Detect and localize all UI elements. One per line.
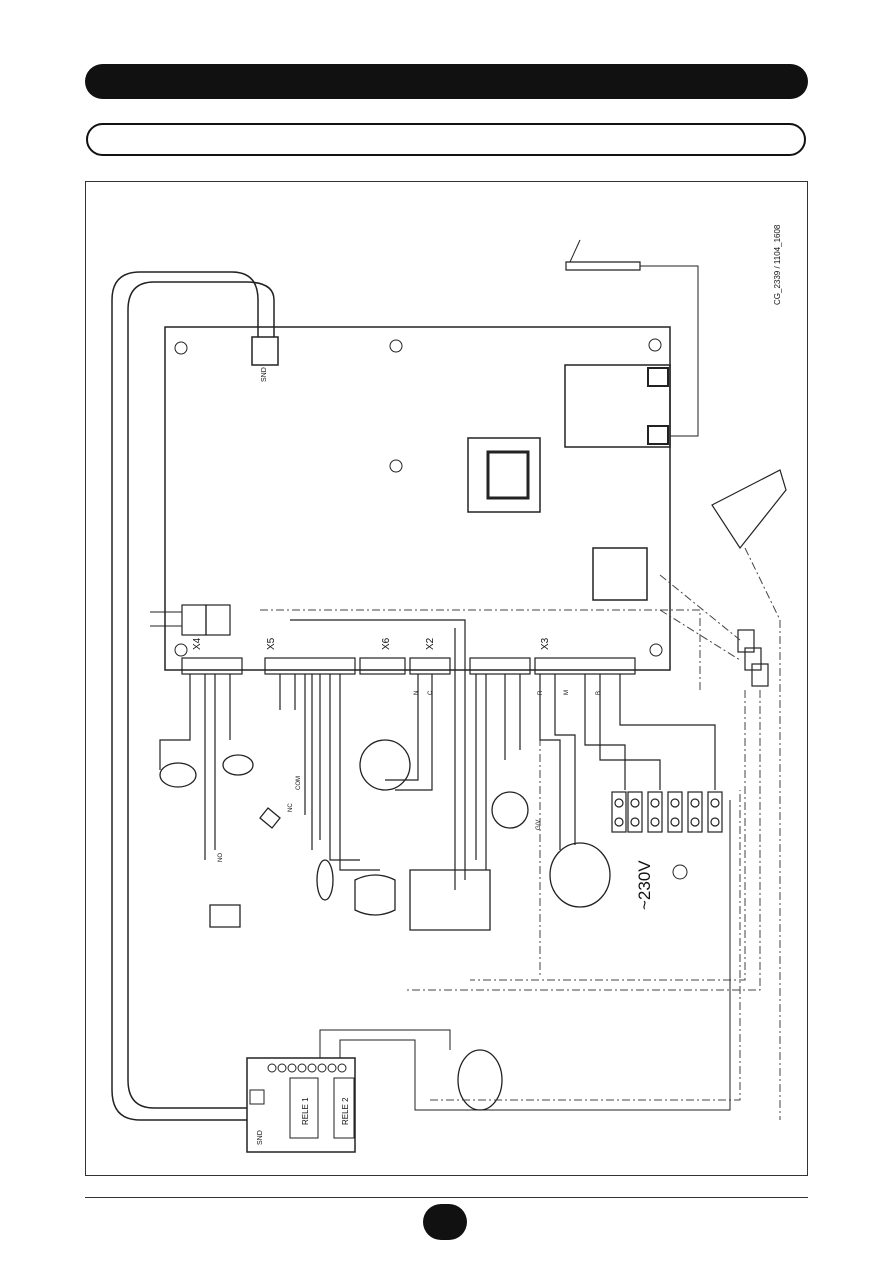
connector-strip xyxy=(181,657,636,675)
relay-earth-wire xyxy=(430,790,741,1101)
relay-wire xyxy=(339,800,731,1111)
earth-bracket xyxy=(711,469,787,550)
mount-hole xyxy=(649,643,663,657)
drawing-code: CG_2339 / 1104_1608 xyxy=(773,224,782,305)
mains-voltage-label: ~230V xyxy=(635,860,654,910)
relay-cable xyxy=(111,271,259,1121)
switch-com-label: COM xyxy=(296,776,302,790)
connector-x5-label: X5 xyxy=(266,637,277,650)
footer-rule xyxy=(85,1197,808,1198)
mount-hole xyxy=(174,643,188,657)
relay-wire xyxy=(319,1029,451,1058)
relay-1 xyxy=(289,1077,319,1139)
relay-1-label: RELE 1 xyxy=(301,1097,310,1125)
right-terminal-group xyxy=(737,629,769,687)
transformer xyxy=(467,437,541,513)
ignition-terminal xyxy=(647,425,669,445)
mount-hole xyxy=(389,339,403,353)
relay-cable xyxy=(127,281,275,1109)
ignition-module xyxy=(564,364,671,448)
components xyxy=(159,739,611,1111)
relay-board xyxy=(246,1057,356,1153)
mount-hole xyxy=(174,341,188,355)
section-bar xyxy=(86,123,806,156)
connector-x4-label: X4 xyxy=(192,637,203,650)
switch-no-label: NO xyxy=(218,853,224,862)
relay-terminals xyxy=(267,1063,347,1073)
earth-symbol xyxy=(672,864,688,880)
wire-label-c: C xyxy=(428,690,434,695)
relay-2-label: RELE 2 xyxy=(341,1097,350,1125)
mains-terminal-block xyxy=(611,791,723,833)
wire-label-r: R xyxy=(538,690,544,695)
control-board xyxy=(164,326,671,671)
wire-label-n: N xyxy=(414,691,420,695)
relay-board-plug-label: SND xyxy=(257,1130,264,1145)
mount-hole xyxy=(389,459,403,473)
wire-label-m: M xyxy=(564,690,570,695)
ignition-terminal xyxy=(647,367,669,387)
transformer-core xyxy=(486,450,530,500)
connector-x3-label: X3 xyxy=(540,637,551,650)
connector-x2-label: X2 xyxy=(425,637,436,650)
page-number-badge xyxy=(423,1204,467,1240)
connector-x6-label: X6 xyxy=(381,637,392,650)
mount-hole xyxy=(648,338,662,352)
title-bar xyxy=(85,64,808,99)
switch-nc-label: NC xyxy=(288,803,294,812)
earth-wiring xyxy=(260,547,781,1120)
wire-label-b: B xyxy=(596,691,602,695)
wire-label-gv: G/V xyxy=(536,820,542,830)
board-plug xyxy=(251,336,279,366)
relay-board-plug xyxy=(249,1089,265,1105)
electrode-wire xyxy=(640,265,699,437)
microcontroller xyxy=(592,547,648,601)
wiring xyxy=(159,619,716,890)
board-plug-label: SND xyxy=(261,367,268,382)
diagram-frame xyxy=(85,181,808,1176)
electrode-tip xyxy=(569,239,581,263)
side-plug xyxy=(205,604,231,636)
relay-2 xyxy=(333,1077,355,1139)
ignition-electrode xyxy=(565,261,641,271)
